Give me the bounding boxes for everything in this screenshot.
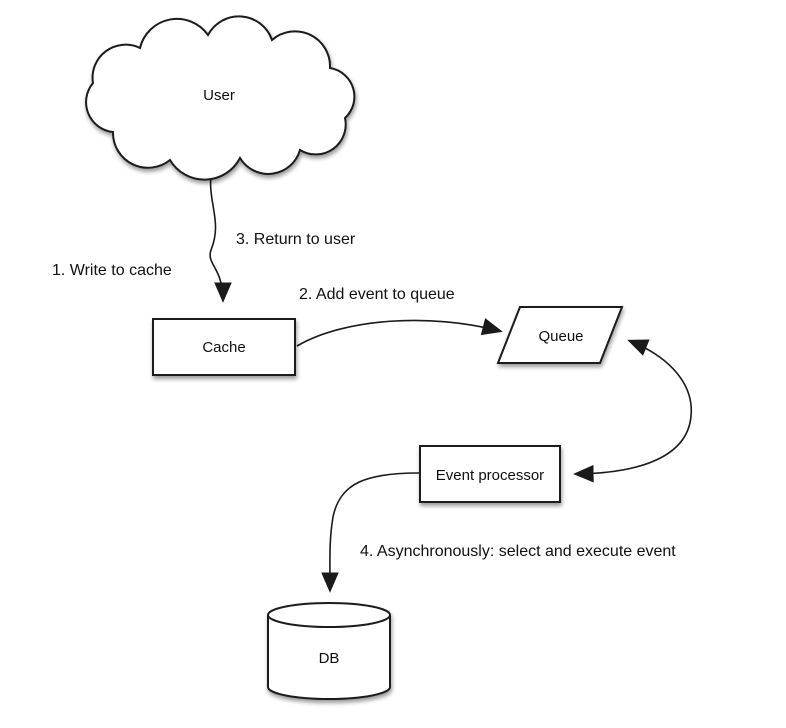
db-cylinder-body [267,615,391,700]
event-processor-label: Event processor [436,467,544,484]
cache-box [152,318,296,376]
step-2-add-event-to-queue-label: 2. Add event to queue [299,286,455,303]
step-4-async-execute-label: 4. Asynchronously: select and execute ev… [360,543,676,560]
step-1-write-to-cache-label: 1. Write to cache [52,262,172,279]
node-event-processor: Event processor [419,445,561,503]
node-queue: Queue [496,306,624,364]
node-user: User [85,15,356,181]
node-cache: Cache [152,318,296,376]
db-label: DB [319,650,340,667]
cache-label: Cache [202,339,245,356]
user-label: User [203,87,235,104]
queue-label: Queue [538,328,583,345]
edge-user-to-cache-arrow [209,162,232,303]
edge-cache-to-queue-arrow [296,318,503,347]
db-cylinder-top [267,602,391,628]
edge-queue-eventprocessor-arrow [573,339,693,483]
cloud-shape [85,15,356,181]
node-db: DB [267,602,391,700]
edge-eventprocessor-to-db-arrow [321,472,420,593]
queue-parallelogram [496,306,624,364]
event-processor-box [419,445,561,503]
step-3-return-to-user-label: 3. Return to user [236,231,356,248]
